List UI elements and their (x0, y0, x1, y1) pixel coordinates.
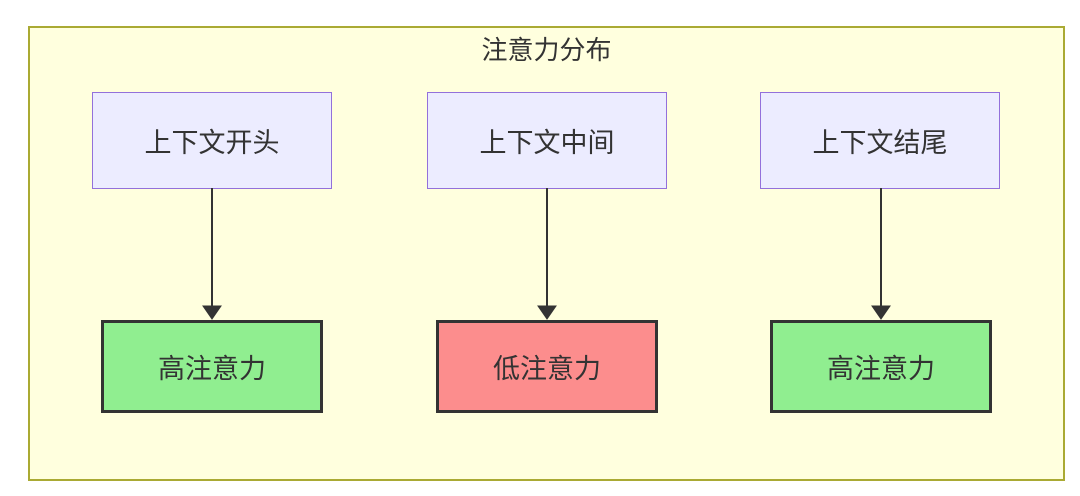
target-node-label: 高注意力 (827, 354, 935, 384)
source-node-label: 上下文中间 (479, 128, 615, 158)
arrow-down-icon (871, 188, 891, 320)
target-node-high-attention-right: 高注意力 (770, 320, 992, 413)
source-node-context-beginning: 上下文开头 (92, 92, 332, 189)
target-node-label: 低注意力 (493, 354, 601, 384)
target-node-low-attention: 低注意力 (436, 320, 658, 413)
source-node-context-middle: 上下文中间 (427, 92, 667, 189)
diagram-title: 注意力分布 (481, 35, 612, 65)
source-node-label: 上下文结尾 (812, 128, 948, 158)
arrow-down-icon (202, 188, 222, 320)
source-node-context-end: 上下文结尾 (760, 92, 1000, 189)
target-node-high-attention-left: 高注意力 (101, 320, 323, 413)
source-node-label: 上下文开头 (144, 128, 280, 158)
target-node-label: 高注意力 (158, 354, 266, 384)
arrow-down-icon (537, 188, 557, 320)
